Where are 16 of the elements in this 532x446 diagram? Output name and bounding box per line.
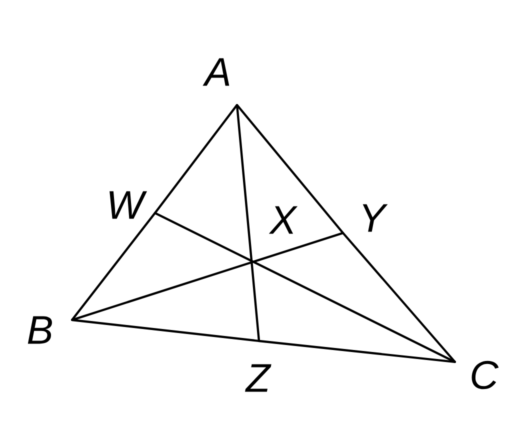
line-segment <box>236 104 344 234</box>
point-label: W <box>110 191 148 219</box>
point-label: C <box>472 360 499 390</box>
line-segment <box>71 232 344 322</box>
line-segment <box>258 340 456 364</box>
line-segment <box>236 104 260 342</box>
line-segment <box>342 232 456 363</box>
line-segment <box>71 318 260 342</box>
point-label: Y <box>362 204 388 232</box>
point-label: A <box>202 58 230 86</box>
point-label: B <box>28 316 52 344</box>
line-segment <box>71 212 156 321</box>
point-label: X <box>268 206 298 234</box>
line-segment <box>154 212 456 363</box>
line-segment <box>154 104 238 214</box>
point-label: Z <box>245 364 272 392</box>
